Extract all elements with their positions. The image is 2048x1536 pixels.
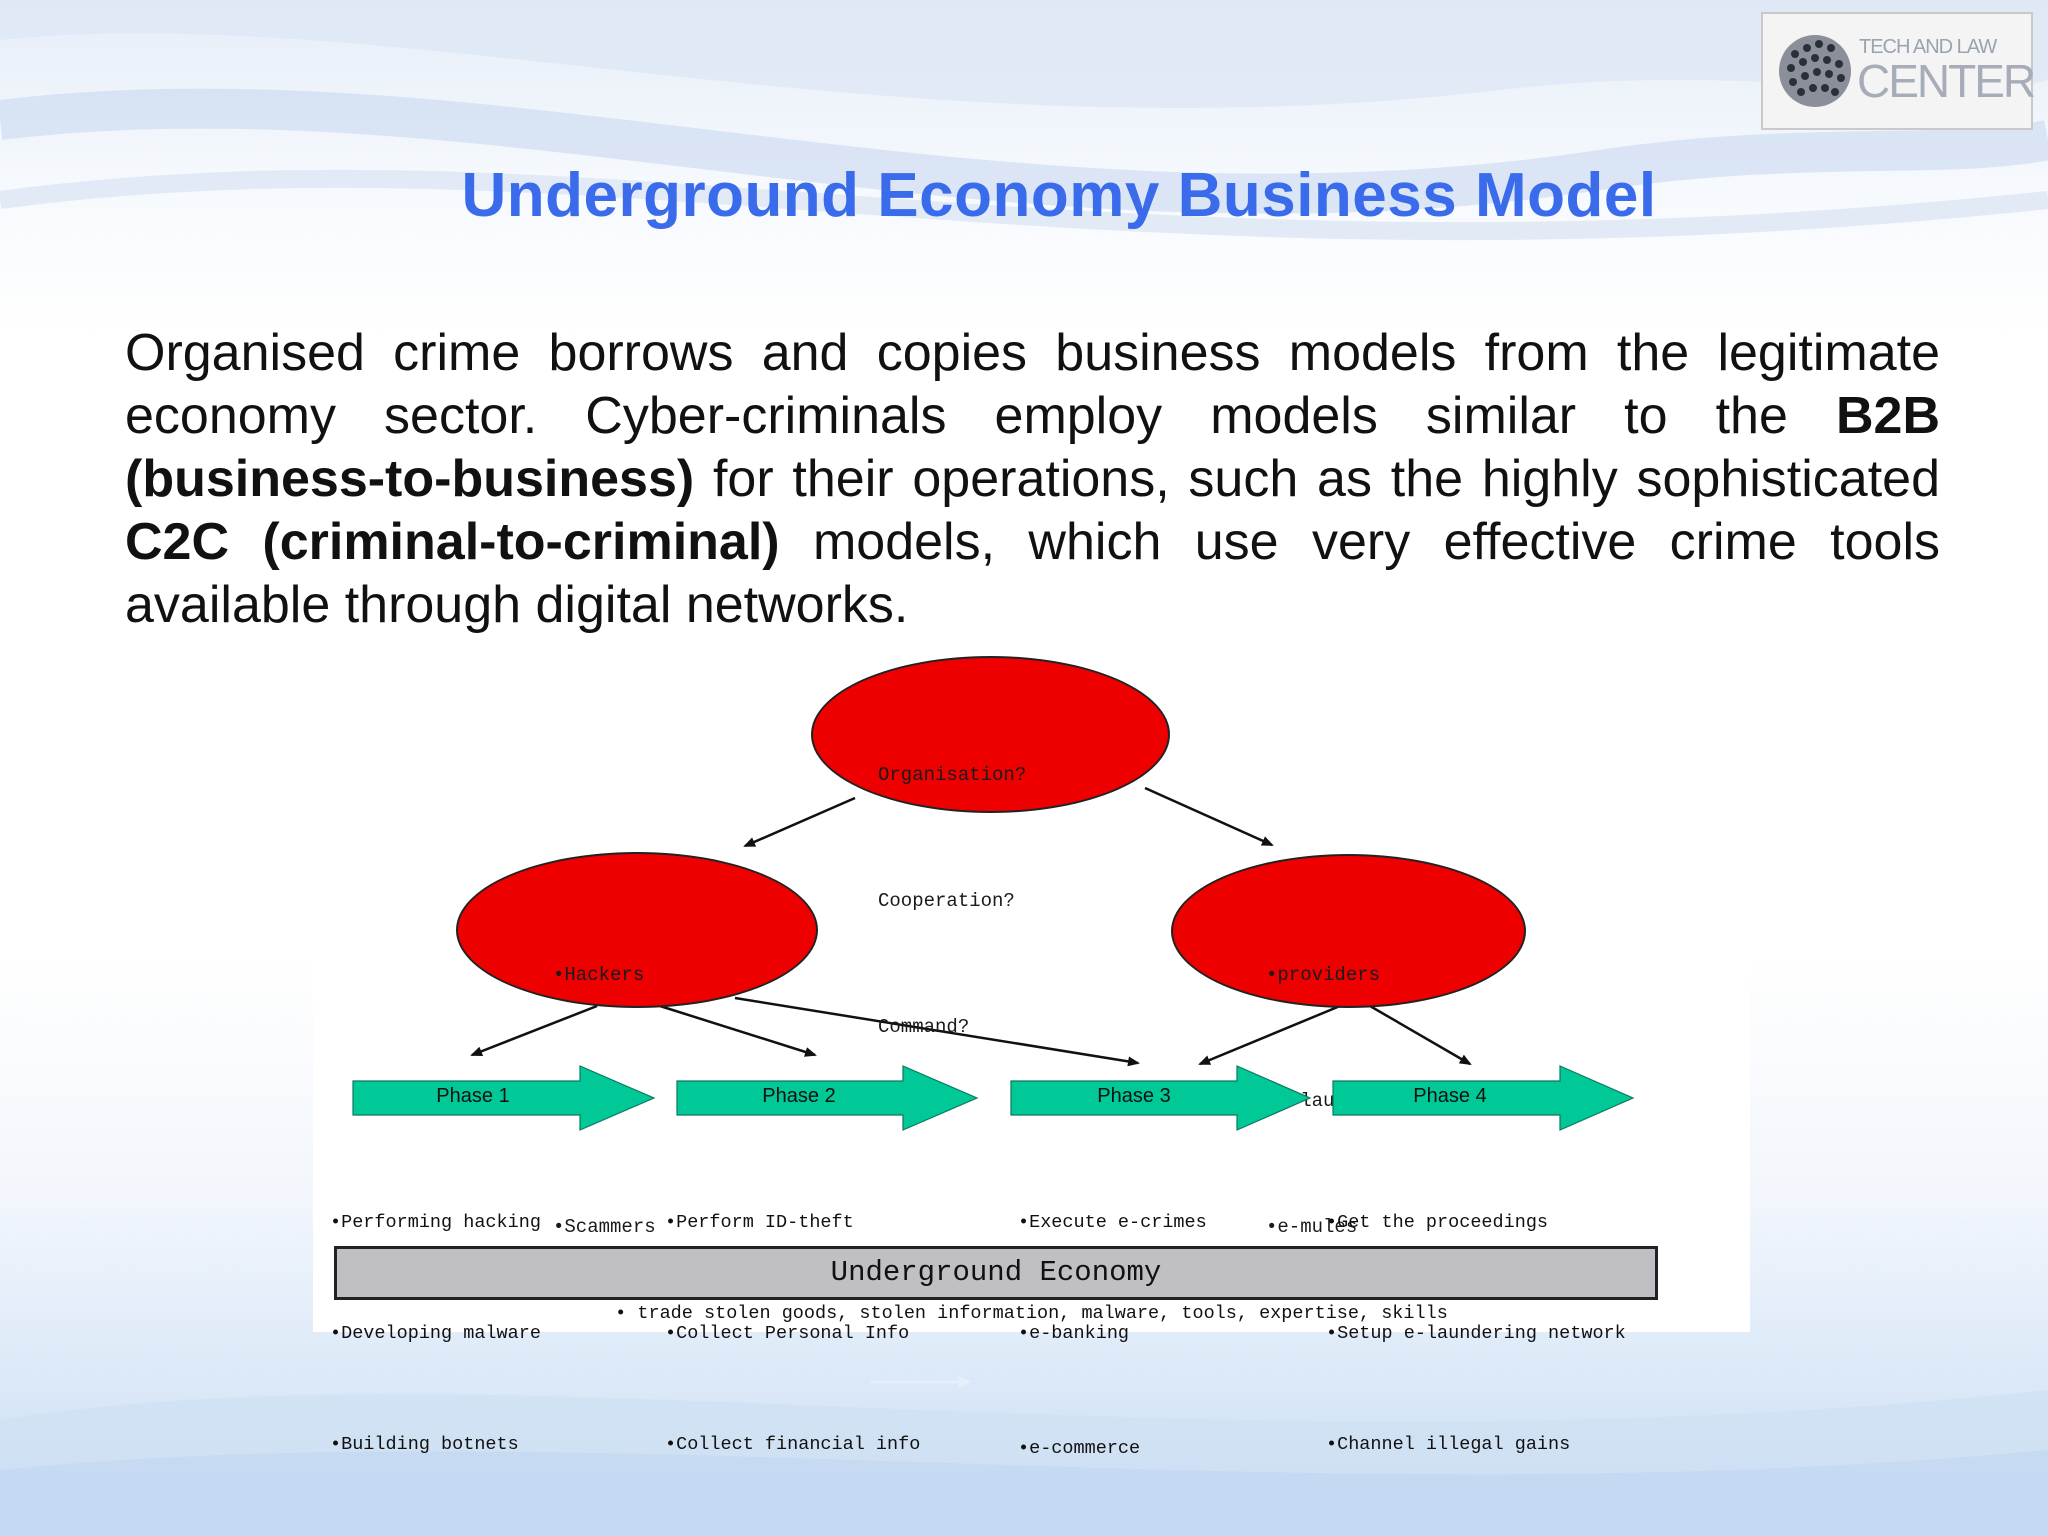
intro-paragraph: Organised crime borrows and copies busin… (125, 324, 1941, 634)
c2c-term: C2C (criminal-to-criminal) (125, 513, 780, 571)
phase-1-item: •Building botnets (330, 1434, 519, 1455)
phase-3-arrow (1010, 1065, 1312, 1131)
phase-3-item: •e-banking (1018, 1323, 1130, 1344)
underground-economy-note: • trade stolen goods, stolen information… (615, 1303, 1448, 1324)
logo-line-2: CENTER (1857, 55, 2036, 107)
phase-2-item: •Perform ID-theft (665, 1212, 854, 1233)
organisation-node (811, 656, 1170, 813)
phase-1-item: •Developing malware (330, 1323, 541, 1344)
providers-node-line-3: •e-mules (1266, 1216, 1358, 1238)
phase-1-item: •Performing hacking (330, 1212, 541, 1233)
phase-1-items: •Performing hacking •Developing malware … (330, 1130, 541, 1500)
header-swoosh-decoration (0, 0, 2048, 241)
organisation-node-line-2: Cooperation? (878, 890, 1015, 912)
slide-title: Underground Economy Business Model (461, 161, 1657, 230)
phase-1-arrow (352, 1065, 656, 1131)
hackers-node-line-1: •Hackers (553, 964, 645, 986)
hackers-node-line-3: •Scammers (553, 1216, 656, 1238)
phase-4-arrow (1332, 1065, 1635, 1131)
phase-2-item: •Collect Personal Info (665, 1323, 910, 1344)
underground-economy-bar: Underground Economy (334, 1246, 1658, 1300)
phase-3-items: •Execute e-crimes •e-banking •e-commerce (1018, 1130, 1207, 1504)
providers-node (1171, 854, 1526, 1008)
organisation-node-line-1: Organisation? (878, 764, 1027, 786)
phase-4-label: Phase 4 (1413, 1085, 1487, 1107)
phase-2-items: •Perform ID-theft •Collect Personal Info… (665, 1130, 920, 1500)
phase-1-label: Phase 1 (436, 1085, 510, 1107)
organisation-node-line-3: Command? (878, 1016, 970, 1038)
phase-3-label: Phase 3 (1097, 1085, 1171, 1107)
organisation-node-lines: Organisation? Cooperation? Command? (878, 670, 1026, 1090)
phase-4-item: •Channel illegal gains (1326, 1434, 1571, 1455)
hackers-node (456, 852, 818, 1008)
phase-4-item: •Setup e-laundering network (1326, 1323, 1626, 1344)
globe-icon (1779, 35, 1851, 107)
phase-2-item: •Collect financial info (665, 1434, 921, 1455)
b2b-term: B2B (business-to-business) (125, 387, 1940, 508)
logo-line-1: TECH AND LAW (1859, 36, 1997, 58)
phase-2-label: Phase 2 (762, 1085, 836, 1107)
phase-3-item: •e-commerce (1018, 1438, 1141, 1459)
phase-4-item: •Get the proceedings (1326, 1212, 1549, 1233)
providers-node-line-1: •providers (1266, 964, 1381, 986)
phase-2-arrow (676, 1065, 979, 1131)
phase-3-item: •Execute e-crimes (1018, 1212, 1207, 1233)
tech-and-law-center-logo: TECH AND LAW CENTER (1761, 12, 2036, 130)
footer-swoosh-decoration (0, 1390, 2048, 1536)
phase-4-items: •Get the proceedings •Setup e-laundering… (1326, 1130, 1626, 1500)
